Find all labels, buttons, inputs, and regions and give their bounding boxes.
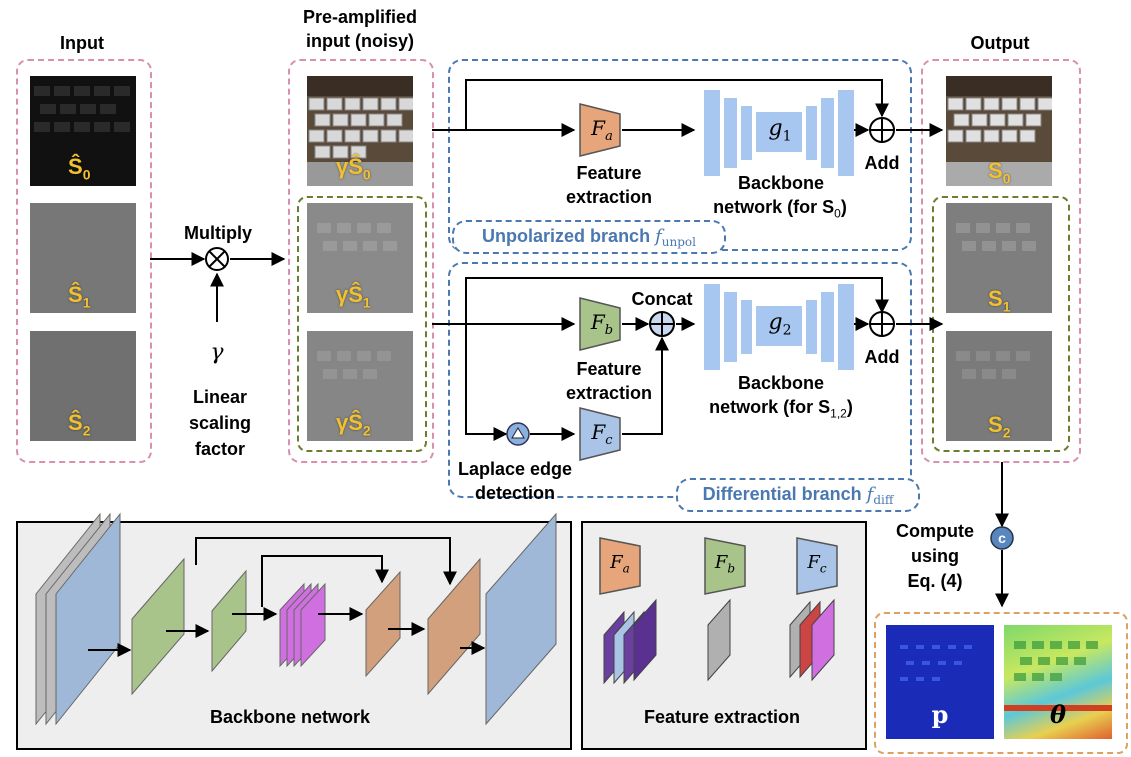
- backbone-panel-drawing: [35, 512, 557, 726]
- laplace-label-2: detection: [474, 483, 555, 503]
- feature-extractor-fa: [579, 103, 621, 157]
- out1-label: S1: [988, 286, 1011, 315]
- output-maps-box: [874, 612, 1128, 754]
- input-s2-image: [30, 331, 136, 441]
- amp2-label: γŜ2: [336, 410, 371, 439]
- differential-branch-label: Differential branch fdiff: [676, 478, 920, 512]
- theta-map-image: [1004, 625, 1112, 739]
- in1-label: Ŝ1: [68, 282, 91, 311]
- out2-label: S2: [988, 412, 1011, 441]
- feat-a-label-1: Feature: [576, 163, 642, 183]
- compute-label-2: using: [911, 546, 959, 566]
- input-s1-image: [30, 203, 136, 313]
- laplace-node: [506, 422, 530, 446]
- backbone-b-label-2: network (for S1,2): [709, 397, 853, 421]
- backbone-b-label-1: Backbone: [737, 373, 825, 393]
- input-s0-image: [30, 76, 136, 186]
- add-label-2: Add: [864, 347, 900, 367]
- feat-b-label-1: Feature: [576, 359, 642, 379]
- backbone-a-label-2: network (for S0): [713, 197, 847, 221]
- concat-node: [649, 311, 675, 337]
- unpolarized-branch-label: Unpolarized branch funpol: [452, 220, 726, 254]
- linear-label-2: scaling: [188, 413, 252, 433]
- compute-node: [990, 526, 1014, 550]
- gamma-symbol: γ: [210, 340, 224, 365]
- add-node-2: [869, 311, 895, 337]
- linear-label-1: Linear: [192, 387, 248, 407]
- multiply-label: Multiply: [184, 223, 252, 243]
- feat-a-label-2: extraction: [565, 187, 653, 207]
- in2-label: Ŝ2: [68, 410, 91, 439]
- backbone-a-label-1: Backbone: [737, 173, 825, 193]
- output-title: Output: [970, 33, 1030, 53]
- feat-b-label-2: extraction: [565, 383, 653, 403]
- panel-fc-symbol: Fc: [807, 552, 827, 576]
- theta-label: θ: [1049, 700, 1066, 729]
- arrow-skip-unpol: [465, 79, 889, 130]
- feature-panel-drawing: [599, 537, 838, 685]
- amp-s12-box: [297, 196, 427, 452]
- amp-s1-image: [307, 203, 413, 313]
- backbone-unet-g1: [704, 90, 854, 176]
- g1-symbol: g1: [768, 116, 792, 145]
- amp0-label: γŜ0: [336, 154, 371, 183]
- fb-symbol: Fb: [590, 310, 614, 338]
- backbone-panel-caption: Backbone network: [209, 707, 371, 727]
- compute-label-1: Compute: [896, 521, 974, 541]
- amp1-label: γŜ1: [336, 282, 371, 311]
- laplace-label-1: Laplace edge: [457, 459, 573, 479]
- fa-symbol: Fa: [591, 116, 613, 144]
- out-s1-image: [946, 203, 1052, 313]
- feature-panel-caption: Feature extraction: [643, 707, 801, 727]
- amp-group-box: [288, 59, 434, 463]
- amp-s2-image: [307, 331, 413, 441]
- add-node-1: [869, 117, 895, 143]
- feature-extractor-fb: [579, 297, 621, 351]
- compute-label-3: Eq. (4): [907, 571, 963, 591]
- concat-label: Concat: [631, 289, 693, 309]
- out-s0-image: [946, 76, 1052, 186]
- arrow-skip-diff: [465, 277, 889, 324]
- panel-fa-symbol: Fa: [610, 552, 630, 576]
- pre-amp-title-line2: input (noisy): [306, 31, 414, 51]
- panel-fb-symbol: Fb: [714, 552, 736, 576]
- input-group-box: [16, 59, 152, 463]
- fc-symbol: Fc: [591, 420, 613, 448]
- arrow-fc-to-concat: [622, 336, 669, 435]
- input-title: Input: [60, 33, 104, 53]
- compute-node-letter: c: [998, 530, 1006, 546]
- arrow-to-laplace: [465, 324, 508, 441]
- backbone-unet-g2: [704, 284, 854, 370]
- pre-amp-title-line1: Pre-amplified: [302, 7, 418, 27]
- amp-s0-image: [307, 76, 413, 186]
- in0-label: Ŝ0: [68, 154, 91, 183]
- multiply-node: [205, 247, 229, 271]
- p-label: p: [931, 700, 949, 729]
- g2-symbol: g2: [768, 310, 792, 339]
- linear-label-3: factor: [194, 439, 245, 459]
- p-map-image: [886, 625, 994, 739]
- feature-extractor-fc: [579, 407, 621, 461]
- add-label-1: Add: [864, 153, 900, 173]
- out-s2-image: [946, 331, 1052, 441]
- out0-label: S0: [988, 158, 1011, 187]
